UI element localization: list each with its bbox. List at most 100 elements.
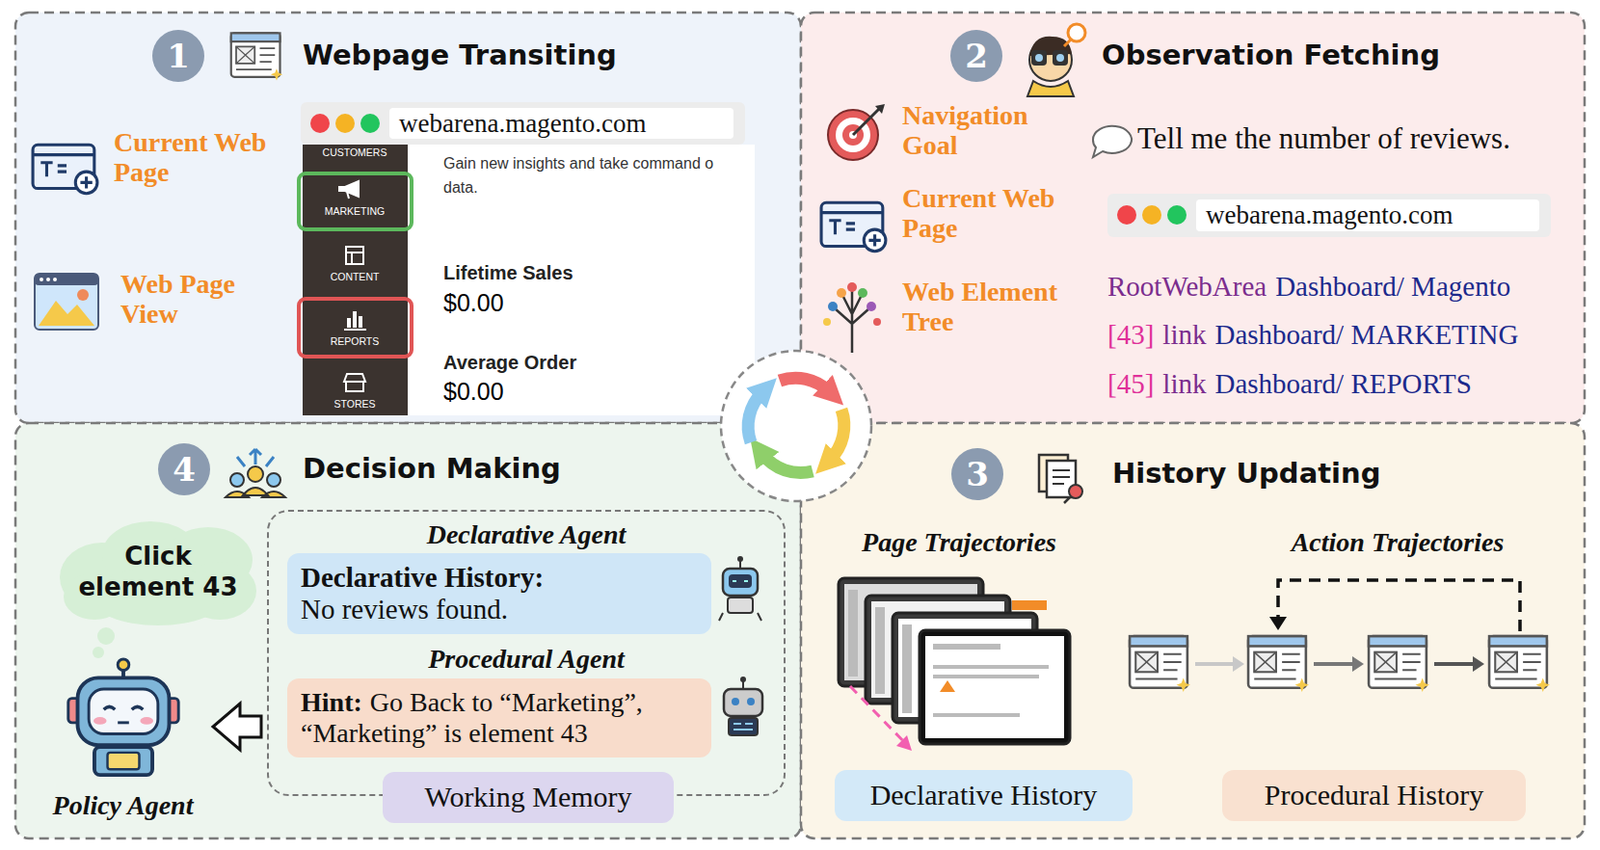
illustration-part (719, 556, 762, 621)
panel-title: Observation Fetching (1101, 38, 1440, 72)
illustration-part (344, 373, 366, 392)
illustration-part (933, 674, 1040, 679)
illustration-part (298, 173, 412, 230)
cloud-node: Click element 43 (55, 515, 261, 628)
robot-figure (62, 657, 185, 779)
address-field: webarena.magento.com (389, 107, 734, 139)
illustration-part (1064, 39, 1071, 47)
address-field: webarena.magento.com (1196, 199, 1540, 232)
illustration-part (266, 473, 281, 487)
illustration-part (720, 350, 872, 502)
label: REPORTS (306, 335, 403, 347)
illustration-part (344, 328, 367, 331)
illustration-part (747, 377, 845, 473)
illustration-part (139, 717, 154, 725)
box-node: Working Memory (382, 772, 674, 824)
box-node: Declarative History (834, 770, 1133, 822)
illustration-part (827, 109, 879, 160)
box-text: No reviews found. (300, 593, 698, 626)
illustration-part (88, 689, 159, 735)
window-dot (335, 113, 355, 134)
box-text: Declarative History (848, 778, 1120, 813)
illustration-part (800, 12, 1585, 424)
illustration-part (746, 697, 755, 706)
illustration-part (117, 659, 130, 671)
illustration-part (1039, 454, 1083, 504)
box-node: Procedural History (1222, 770, 1526, 822)
illustration-part (737, 556, 744, 562)
illustration-part (728, 718, 758, 736)
url-node: webarena.magento.com (1107, 193, 1551, 238)
illustration-part (1052, 470, 1070, 484)
illustration-part (1129, 636, 1191, 693)
illustration-part (1052, 50, 1068, 66)
panel-title: Decision Making (302, 452, 561, 485)
illustration-part (728, 574, 752, 588)
hint-node: Hint:Go Back to “Marketing”, “Marketing”… (287, 678, 712, 758)
illustration-part (853, 108, 880, 135)
illustration-part (225, 449, 286, 498)
illustration-part (1313, 662, 1360, 667)
tree-row: [45]linkDashboard/ REPORTS (1107, 368, 1481, 400)
illustration-part (1232, 656, 1245, 672)
illustration-part (339, 181, 359, 199)
illustration-part (247, 466, 264, 482)
illustration-part (827, 104, 885, 160)
illustration-part (762, 453, 813, 474)
box-text: Procedural History (1235, 778, 1513, 813)
illustration-part (39, 277, 44, 282)
illustration-part (77, 677, 169, 746)
illustration-part (722, 568, 758, 596)
panel-title: Webpage Transiting (302, 38, 617, 72)
illustration-part (733, 723, 753, 730)
illustration-part (346, 246, 364, 265)
box-node: Declarative History:No reviews found. (287, 553, 712, 635)
illustration-part (1027, 80, 1074, 97)
illustration-part (38, 300, 95, 326)
illustration-part (46, 277, 51, 282)
illustration-part (298, 298, 412, 357)
illustration-part (848, 589, 1049, 718)
label: Web Element Tree (902, 277, 1095, 338)
illustration-part (875, 607, 885, 694)
illustration-part (857, 288, 868, 298)
illustration-part (106, 752, 139, 770)
label: CUSTOMERS (306, 146, 403, 159)
illustration-part (933, 713, 1020, 718)
box-text: Working Memory (396, 780, 661, 815)
label: $0.00 (443, 289, 505, 318)
illustration-part (1067, 24, 1086, 42)
tree-token: link (1162, 368, 1206, 400)
window-dot (310, 113, 330, 134)
illustration-part (1368, 636, 1430, 693)
illustration-part (873, 318, 881, 326)
illustration-part (92, 717, 107, 725)
illustration-part (896, 735, 912, 751)
illustration-part (358, 316, 363, 328)
illustration-part (1012, 600, 1047, 611)
illustration-part (1035, 53, 1043, 62)
illustration-part (866, 301, 877, 312)
illustration-part (875, 104, 885, 114)
illustration-part (719, 613, 762, 621)
illustration-part (731, 697, 740, 706)
illustration-part (15, 12, 801, 424)
illustration-part (53, 277, 57, 282)
illustration-part (1489, 636, 1550, 693)
illustration-part (352, 311, 357, 328)
illustration-part (32, 144, 98, 193)
illustration-part (919, 630, 1070, 745)
illustration-part (933, 665, 1049, 669)
illustration-part (302, 144, 408, 416)
agent-name: Policy Agent (38, 790, 208, 822)
label: Page Trajectories (861, 527, 1057, 559)
illustration-part (34, 273, 99, 330)
illustration-part (1248, 636, 1309, 693)
url-node: webarena.magento.com (300, 102, 746, 145)
illustration-part (225, 487, 286, 498)
hint-label: Hint: (300, 687, 363, 718)
illustration-part (800, 423, 1585, 839)
window-dot (1167, 205, 1187, 225)
illustration-part (1352, 656, 1364, 672)
illustration-part (834, 289, 870, 353)
